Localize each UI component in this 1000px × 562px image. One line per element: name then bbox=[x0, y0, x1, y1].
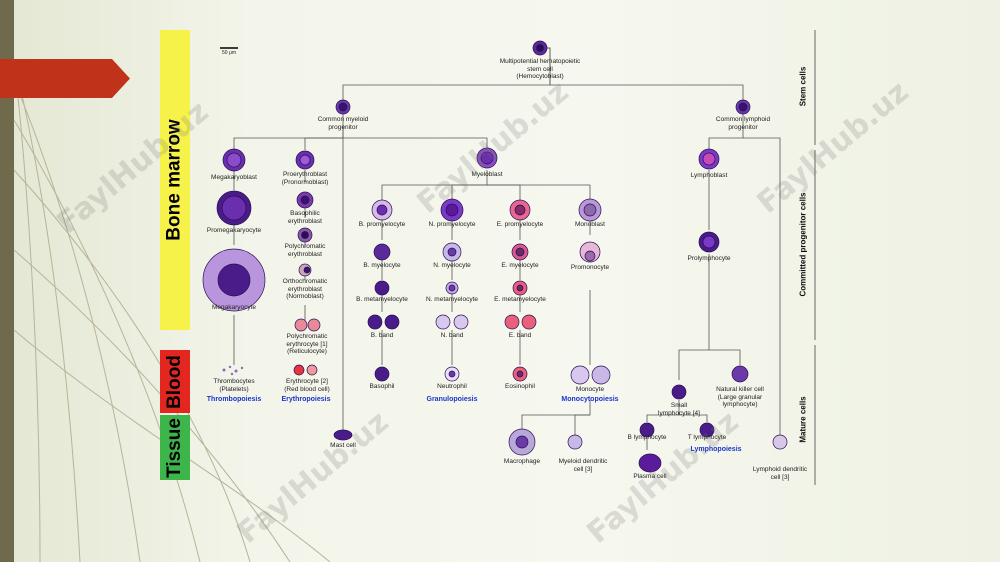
label-small-lymphocyte: Small lymphocyte [4] bbox=[658, 402, 700, 417]
label-b-myelocyte: B. myelocyte bbox=[363, 262, 401, 269]
label-eosinophil: Eosinophil bbox=[505, 383, 535, 390]
label-monoblast: Monoblast bbox=[575, 221, 605, 228]
label-basophil: Basophil bbox=[369, 383, 395, 390]
label-hsc: Multipotential hematopoietic stem cell (… bbox=[499, 58, 581, 80]
label-clp: Common lymphoid progenitor bbox=[715, 116, 771, 131]
label-basophilic-eb: Basophilic erythroblast bbox=[288, 210, 322, 225]
label-e-band: E. band bbox=[508, 332, 532, 339]
band-blood: Blood bbox=[160, 350, 190, 413]
label-thrombopoiesis: Thrombopoiesis bbox=[206, 396, 262, 403]
label-nk-cell: Natural killer cell (Large granular lymp… bbox=[716, 386, 764, 408]
label-n-metamyelocyte: N. metamyelocyte bbox=[425, 296, 479, 303]
left-decor-bar bbox=[0, 0, 14, 562]
label-promegakaryocyte: Promegakaryocyte bbox=[206, 227, 262, 234]
label-lymphoblast: Lymphoblast bbox=[690, 172, 728, 179]
label-promonocyte: Promonocyte bbox=[570, 264, 610, 271]
label-granulopoiesis: Granulopoiesis bbox=[426, 396, 478, 403]
label-plasma-cell: Plasma cell bbox=[633, 473, 667, 480]
label-e-metamyelocyte: E. metamyelocyte bbox=[494, 296, 546, 303]
label-myeloid-dc: Myeloid dendritic cell [3] bbox=[558, 458, 608, 473]
label-polychromatic-ec: Polychromatic erythrocyte [1] (Reticuloc… bbox=[286, 333, 328, 355]
diagram-graphics bbox=[202, 30, 816, 485]
title-arrow-shape bbox=[0, 59, 130, 98]
label-n-promyelocyte: N. promyelocyte bbox=[428, 221, 476, 228]
hematopoiesis-diagram: Bone marrow Blood Tissue 50 μm Stem cell… bbox=[160, 30, 820, 485]
label-lymphopoiesis: Lymphopoiesis bbox=[690, 446, 742, 453]
label-monocytopoiesis: Monocytopoiesis bbox=[561, 396, 619, 403]
label-thrombocytes: Thrombocytes (Platelets) bbox=[213, 378, 255, 393]
label-neutrophil: Neutrophil bbox=[437, 383, 467, 390]
label-t-lymphocyte: T lymphocyte bbox=[687, 434, 727, 441]
label-proerythroblast: Proerythroblast (Pronormoblast) bbox=[281, 171, 329, 186]
label-n-band: N. band bbox=[440, 332, 464, 339]
stem-cells-label: Stem cells bbox=[798, 66, 808, 107]
label-lymphoid-dc: Lymphoid dendritic cell [3] bbox=[752, 466, 808, 481]
mature-cells-label: Mature cells bbox=[798, 396, 808, 443]
label-erythrocyte: Erythrocyte [2] (Red blood cell) bbox=[284, 378, 330, 393]
scale-label: 50 μm bbox=[222, 50, 236, 56]
label-b-lymphocyte: B lymphocyte bbox=[627, 434, 667, 441]
label-n-myelocyte: N. myelocyte bbox=[433, 262, 471, 269]
label-b-metamyelocyte: B. metamyelocyte bbox=[356, 296, 408, 303]
label-myeloblast: Myeloblast bbox=[471, 171, 503, 178]
label-orthochromatic-eb: Orthochromatic erythroblast (Normoblast) bbox=[282, 278, 328, 300]
label-megakaryocyte: Megakaryocyte bbox=[211, 304, 257, 311]
label-b-promyelocyte: B. promyelocyte bbox=[358, 221, 406, 228]
band-tissue: Tissue bbox=[160, 415, 190, 480]
label-monocyte: Monocyte bbox=[575, 386, 605, 393]
label-e-promyelocyte: E. promyelocyte bbox=[496, 221, 544, 228]
label-mast-cell: Mast cell bbox=[330, 442, 356, 449]
committed-progenitor-label: Committed progenitor cells bbox=[798, 192, 808, 297]
label-erythropoiesis: Erythropoiesis bbox=[281, 396, 331, 403]
label-b-band: B. band bbox=[370, 332, 394, 339]
band-bone-marrow: Bone marrow bbox=[160, 30, 190, 330]
label-macrophage: Macrophage bbox=[503, 458, 541, 465]
label-cmp: Common myeloid progenitor bbox=[317, 116, 369, 131]
label-megakaryoblast: Megakaryoblast bbox=[211, 174, 257, 181]
label-polychromatic-eb: Polychromatic erythroblast bbox=[284, 243, 326, 258]
blood-label: Blood bbox=[164, 354, 186, 409]
label-e-myelocyte: E. myelocyte bbox=[501, 262, 539, 269]
tissue-label: Tissue bbox=[164, 417, 186, 478]
label-prolymphocyte: Prolymphocyte bbox=[687, 255, 731, 262]
